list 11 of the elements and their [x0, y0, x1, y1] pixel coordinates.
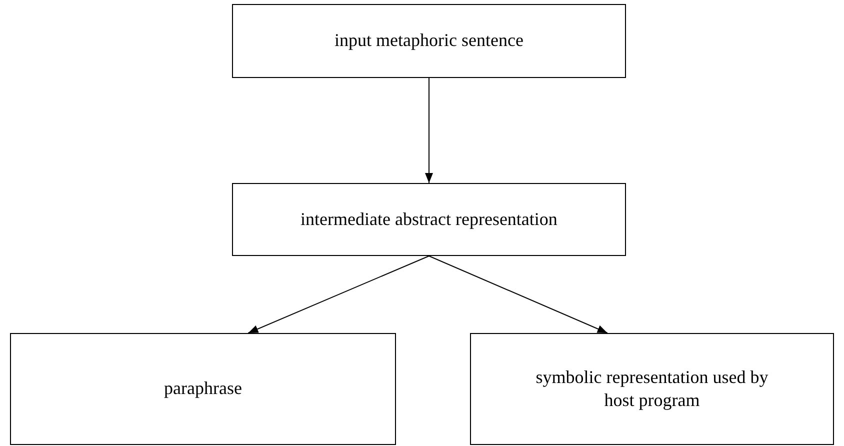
arrow [425, 78, 433, 184]
box-label: symbolic representation used by host program [534, 366, 770, 412]
process-box [232, 183, 626, 256]
arrow [248, 256, 430, 334]
process-box [470, 333, 834, 445]
box-label: intermediate abstract representation [300, 208, 558, 231]
arrow [428, 256, 608, 334]
process-box [10, 333, 396, 445]
box-label: paraphrase [164, 377, 242, 400]
process-box [232, 4, 626, 78]
box-label: input metaphoric sentence [334, 29, 524, 52]
